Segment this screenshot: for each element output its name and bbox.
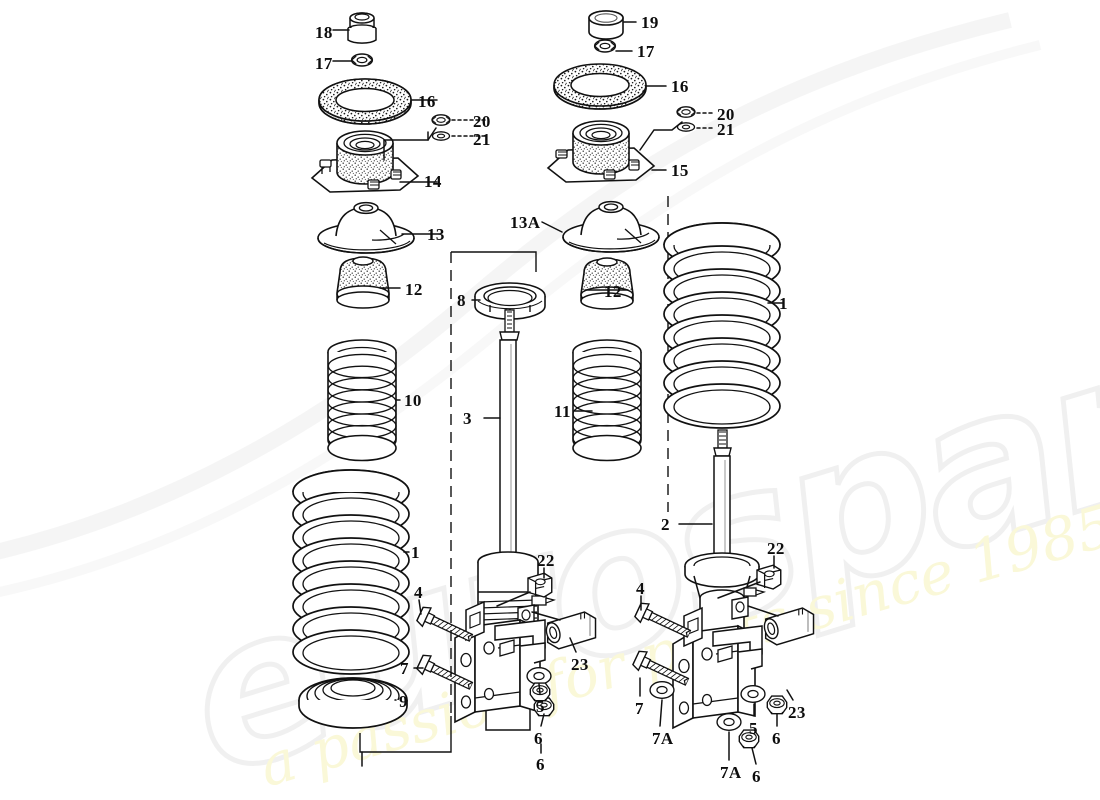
callout-leader-lines <box>332 21 794 767</box>
callout-18: 18 <box>315 23 333 42</box>
callout-7A-b: 7A <box>720 763 742 782</box>
callout-10: 10 <box>404 391 422 410</box>
part-10-dust-boot-left <box>327 339 397 462</box>
part-5-washer-left <box>526 667 552 685</box>
part-knuckle-bracket-left <box>454 600 546 724</box>
group-bracket-center <box>451 251 537 272</box>
callout-20-left: 20 <box>473 112 491 131</box>
callout-8: 8 <box>457 291 466 310</box>
part-5-washer-right <box>740 685 766 703</box>
callout-20-right: 20 <box>717 105 735 124</box>
callout-19: 19 <box>641 13 659 32</box>
callout-2: 2 <box>661 515 670 534</box>
callout-6-b: 6 <box>536 755 545 774</box>
group-divider-dashed-lines <box>450 196 669 716</box>
left-assembly-group <box>292 12 451 729</box>
callout-11: 11 <box>554 402 571 421</box>
part-1-coil-spring-left <box>292 469 410 675</box>
callout-6-a: 6 <box>534 729 543 748</box>
callout-7-left: 7 <box>400 659 409 678</box>
callout-22-left: 22 <box>537 551 555 570</box>
callout-5-left: 5 <box>536 697 545 716</box>
callout-16-left: 16 <box>418 92 436 111</box>
callout-5-right: 5 <box>749 719 758 738</box>
callout-9: 9 <box>399 692 408 711</box>
part-6-locknut-right-a <box>766 695 788 715</box>
callout-22-right: 22 <box>767 539 785 558</box>
part-12-bump-stop-left <box>336 256 390 309</box>
part-21-washer-left <box>431 131 451 141</box>
callout-3: 3 <box>463 409 472 428</box>
callout-15: 15 <box>671 161 689 180</box>
callout-17-right: 17 <box>637 42 655 61</box>
part-7A-washer-a <box>649 681 675 699</box>
center-assembly-group <box>359 196 669 753</box>
part-22-hose-clip-right <box>756 564 782 590</box>
part-11-dust-boot-right <box>572 339 642 462</box>
callout-6-c: 6 <box>772 729 781 748</box>
part-20-nut-right <box>676 106 696 118</box>
callout-13: 13 <box>427 225 445 244</box>
part-9-spring-seat <box>298 677 408 729</box>
callout-23-left: 23 <box>571 655 589 674</box>
part-22-hose-clip-left <box>527 572 553 598</box>
callout-1-right: 1 <box>779 294 788 313</box>
part-17-hex-nut-left <box>350 53 374 67</box>
callout-7A-a: 7A <box>652 729 674 748</box>
callout-7-right: 7 <box>635 699 644 718</box>
part-16-rubber-ring-left <box>318 78 412 125</box>
callout-1-left: 1 <box>411 543 420 562</box>
callout-13A: 13A <box>510 213 541 232</box>
part-20-nut-left <box>431 114 451 126</box>
callout-12-left: 12 <box>405 280 423 299</box>
part-13-bearing-cover <box>317 201 415 254</box>
part-7A-washer-b <box>716 713 742 731</box>
callout-21-left: 21 <box>473 130 491 149</box>
part-1-coil-spring-right <box>663 222 781 429</box>
callout-16-right: 16 <box>671 77 689 96</box>
callout-14: 14 <box>424 172 442 191</box>
right-assembly-group <box>546 10 815 749</box>
callout-23-right: 23 <box>788 703 806 722</box>
part-16-rubber-ring-right <box>553 63 647 110</box>
group-bracket-left-lower <box>359 716 452 753</box>
part-14-strut-mount <box>310 130 420 193</box>
callout-12-right: 12 <box>604 282 622 301</box>
callout-17-left: 17 <box>315 54 333 73</box>
callout-21-right: 21 <box>717 120 735 139</box>
part-15-strut-mount <box>546 120 656 183</box>
part-18-cap-nut <box>347 12 377 44</box>
part-13A-bearing-cover <box>562 200 660 253</box>
callout-4-right: 4 <box>636 579 645 598</box>
part-19-protective-cap <box>588 10 624 40</box>
callout-6-d: 6 <box>752 767 761 786</box>
watermark-brand: eurospares a passion for parts since 198… <box>0 12 1100 800</box>
part-17-hex-nut-right <box>593 39 617 53</box>
callout-4-left: 4 <box>414 583 423 602</box>
part-12-bump-stop-right <box>580 257 634 310</box>
